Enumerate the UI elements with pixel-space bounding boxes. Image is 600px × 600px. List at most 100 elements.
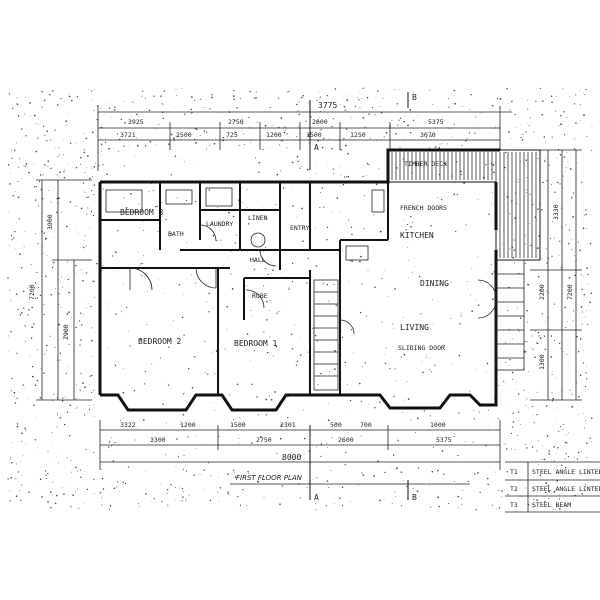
- speckle: [455, 230, 457, 233]
- speckle: [496, 97, 499, 100]
- speckle: [33, 323, 35, 325]
- speckle: [346, 176, 348, 178]
- speckle: [359, 311, 362, 314]
- speckle: [559, 508, 561, 510]
- speckle: [516, 307, 518, 309]
- speckle: [80, 312, 82, 314]
- speckle: [434, 146, 437, 148]
- speckle: [88, 88, 89, 90]
- speckle: [550, 335, 553, 337]
- speckle: [63, 493, 65, 495]
- speckle: [88, 408, 91, 410]
- speckle: [391, 502, 393, 504]
- speckle: [328, 487, 330, 488]
- speckle: [498, 490, 500, 491]
- speckle: [545, 158, 547, 160]
- speckle: [488, 409, 489, 411]
- speckle: [458, 507, 459, 509]
- speckle: [251, 383, 253, 386]
- speckle: [21, 432, 23, 435]
- speckle: [12, 107, 14, 110]
- speckle: [327, 419, 330, 422]
- speckle: [319, 117, 320, 118]
- speckle: [9, 490, 11, 492]
- speckle: [63, 139, 65, 140]
- speckle: [132, 101, 134, 103]
- speckle: [348, 414, 349, 415]
- speckle: [35, 150, 38, 153]
- speckle: [384, 471, 386, 474]
- speckle: [432, 299, 433, 300]
- speckle: [560, 492, 562, 494]
- speckle: [114, 106, 116, 108]
- speckle: [115, 313, 117, 315]
- speckle: [91, 167, 93, 169]
- speckle: [239, 504, 242, 506]
- speckle: [412, 91, 414, 93]
- speckle: [589, 437, 591, 439]
- speckle: [461, 490, 463, 491]
- speckle: [539, 87, 542, 89]
- speckle: [33, 404, 35, 407]
- speckle: [65, 124, 67, 126]
- speckle: [89, 477, 90, 479]
- speckle: [181, 87, 182, 89]
- speckle: [526, 341, 528, 343]
- speckle: [586, 135, 588, 137]
- speckle: [385, 347, 387, 349]
- speckle: [16, 463, 17, 465]
- speckle: [551, 136, 553, 138]
- speckle: [538, 336, 539, 338]
- speckle: [402, 317, 404, 318]
- speckle: [257, 200, 258, 202]
- speckle: [170, 232, 172, 235]
- speckle: [548, 292, 550, 293]
- bottom-dimension-2: 2750: [256, 436, 272, 444]
- speckle: [300, 133, 302, 134]
- speckle: [533, 507, 534, 509]
- speckle: [360, 255, 362, 258]
- speckle: [392, 323, 394, 325]
- speckle: [131, 116, 132, 118]
- speckle: [87, 155, 89, 157]
- speckle: [541, 313, 544, 315]
- speckle: [59, 171, 61, 174]
- speckle: [450, 318, 452, 319]
- speckle: [545, 321, 547, 322]
- speckle: [53, 231, 55, 233]
- speckle: [210, 351, 212, 353]
- speckle: [526, 398, 528, 400]
- speckle: [280, 424, 283, 426]
- speckle: [39, 294, 42, 297]
- speckle: [545, 141, 547, 143]
- speckle: [79, 389, 81, 391]
- speckle: [92, 214, 95, 217]
- speckle: [46, 255, 48, 257]
- speckle: [586, 267, 588, 270]
- speckle: [543, 335, 546, 337]
- speckle: [124, 101, 125, 102]
- speckle: [41, 392, 42, 394]
- speckle: [418, 275, 421, 278]
- speckle: [384, 353, 385, 355]
- speckle: [331, 127, 332, 128]
- speckle: [577, 351, 580, 353]
- speckle: [80, 373, 82, 375]
- speckle: [580, 119, 581, 121]
- speckle: [426, 137, 428, 139]
- speckle: [394, 288, 396, 290]
- speckle: [33, 163, 34, 165]
- speckle: [15, 191, 17, 192]
- speckle: [373, 214, 375, 216]
- speckle: [542, 445, 543, 447]
- speckle: [62, 286, 63, 288]
- speckle: [421, 361, 423, 363]
- speckle: [141, 95, 143, 97]
- speckle: [297, 110, 299, 112]
- speckle: [200, 99, 202, 100]
- speckle: [231, 288, 234, 290]
- speckle: [367, 270, 369, 271]
- speckle: [460, 315, 462, 317]
- speckle: [142, 229, 144, 231]
- speckle: [251, 442, 253, 444]
